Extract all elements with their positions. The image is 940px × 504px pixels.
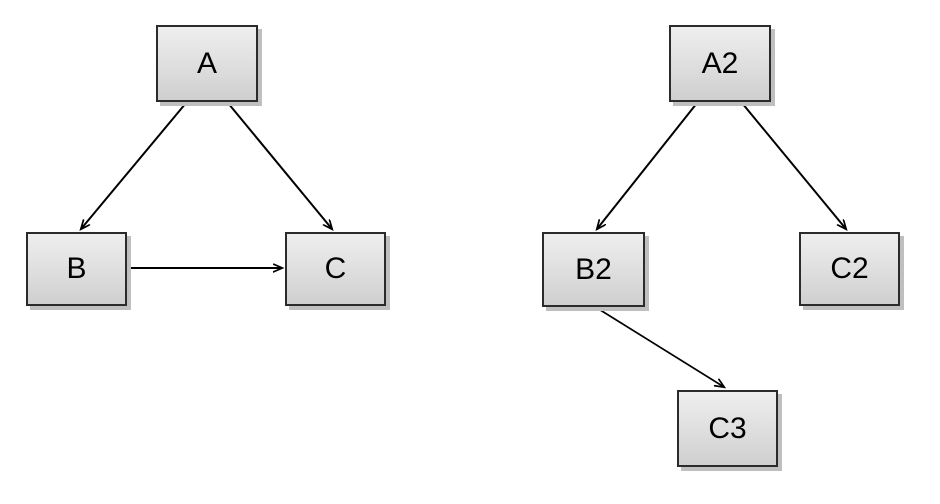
edge-b2-to-c3 — [596, 307, 724, 387]
node-c3-label: C3 — [708, 411, 747, 445]
node-c[interactable]: C — [285, 232, 386, 306]
node-b2[interactable]: B2 — [542, 232, 645, 307]
edge-a-to-c — [227, 102, 332, 229]
node-a-label: A — [196, 46, 217, 80]
node-c2[interactable]: C2 — [799, 232, 900, 306]
edge-a2-to-c2 — [741, 102, 846, 229]
node-a[interactable]: A — [156, 25, 258, 102]
node-b[interactable]: B — [26, 232, 127, 306]
node-b2-label: B2 — [575, 252, 612, 286]
node-c-label: C — [324, 252, 347, 285]
edge-a-to-b — [81, 102, 187, 229]
node-a2[interactable]: A2 — [669, 25, 771, 102]
node-a2-label: A2 — [701, 46, 739, 80]
edge-a2-to-b2 — [597, 102, 698, 229]
node-c3[interactable]: C3 — [677, 390, 778, 467]
node-b-label: B — [66, 252, 87, 285]
node-c2-label: C2 — [830, 252, 869, 285]
